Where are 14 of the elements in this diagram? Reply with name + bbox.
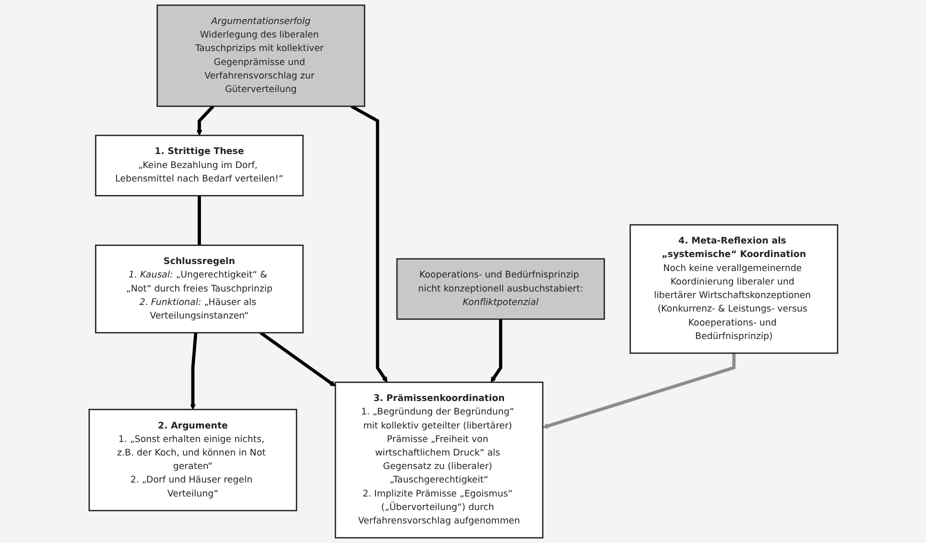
node-box xyxy=(94,134,304,196)
node-box xyxy=(334,382,544,538)
node-box xyxy=(629,224,838,354)
arrow xyxy=(490,319,502,383)
arrow xyxy=(350,104,388,383)
node-box xyxy=(94,244,304,334)
connector xyxy=(197,196,201,246)
node-box xyxy=(88,408,297,512)
arrow xyxy=(190,332,197,410)
arrow xyxy=(259,331,336,386)
arrow xyxy=(542,353,736,429)
node-box xyxy=(396,258,605,320)
arrow xyxy=(196,105,214,136)
node-box xyxy=(156,4,365,107)
